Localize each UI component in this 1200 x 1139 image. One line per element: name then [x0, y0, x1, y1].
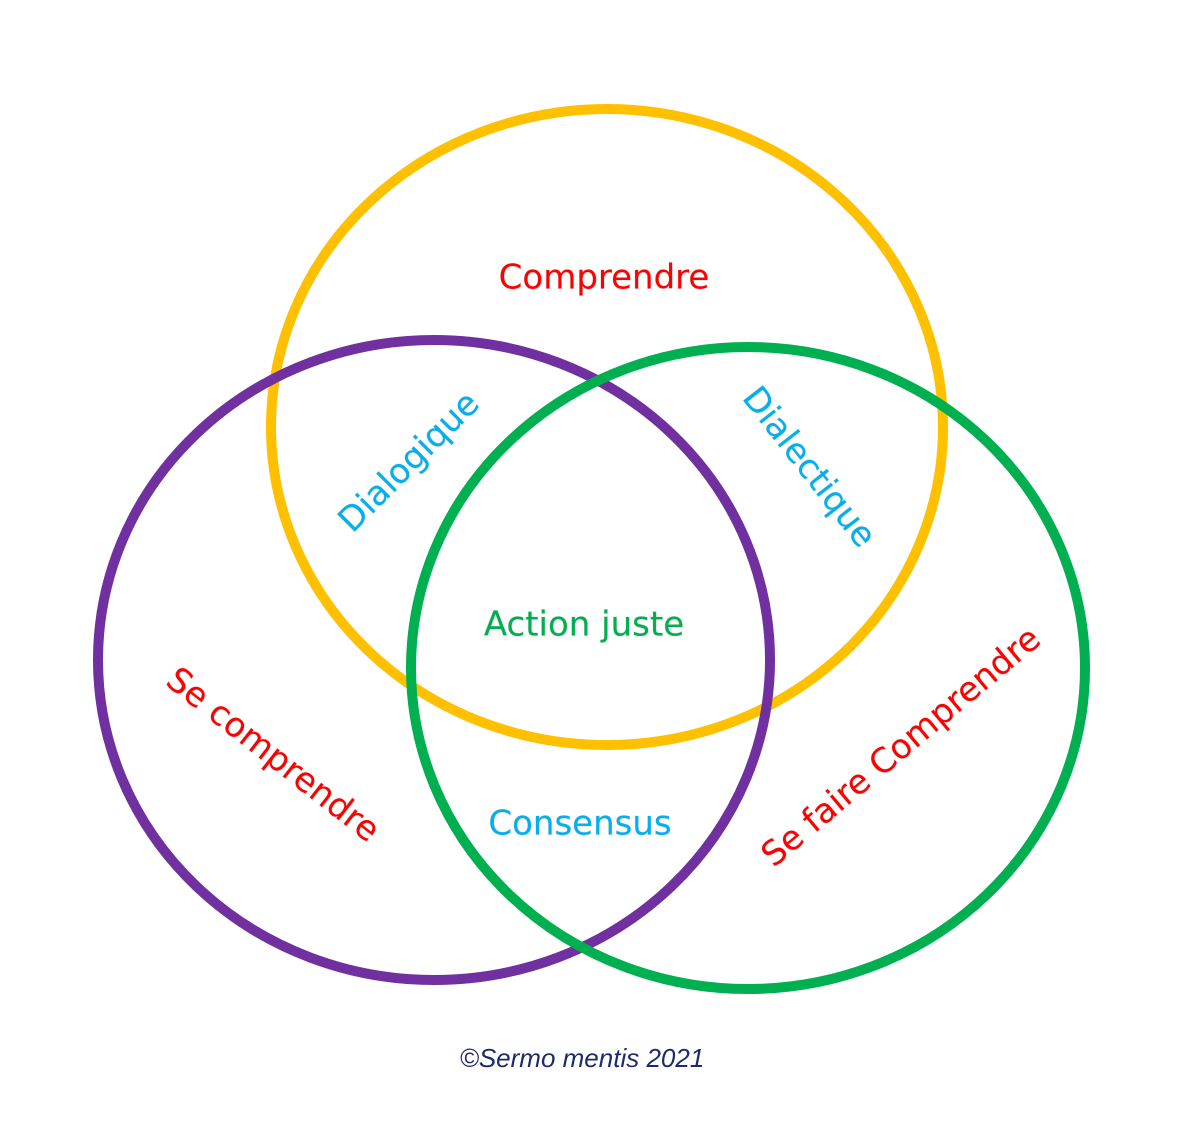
label-se-comprendre: Se comprendre: [159, 659, 388, 850]
label-consensus: Consensus: [488, 804, 671, 844]
circle-se-comprendre: [93, 335, 775, 985]
copyright-credit: ©Sermo mentis 2021: [460, 1043, 705, 1073]
label-action-juste: Action juste: [484, 605, 684, 645]
circle-comprendre: [266, 104, 948, 750]
circle-se-faire-comprendre: [406, 342, 1090, 994]
label-dialogique: Dialogique: [331, 384, 488, 541]
label-comprendre: Comprendre: [499, 258, 710, 298]
label-dialectique: Dialectique: [734, 379, 884, 555]
label-se-faire-comprendre: Se faire Comprendre: [754, 619, 1049, 875]
